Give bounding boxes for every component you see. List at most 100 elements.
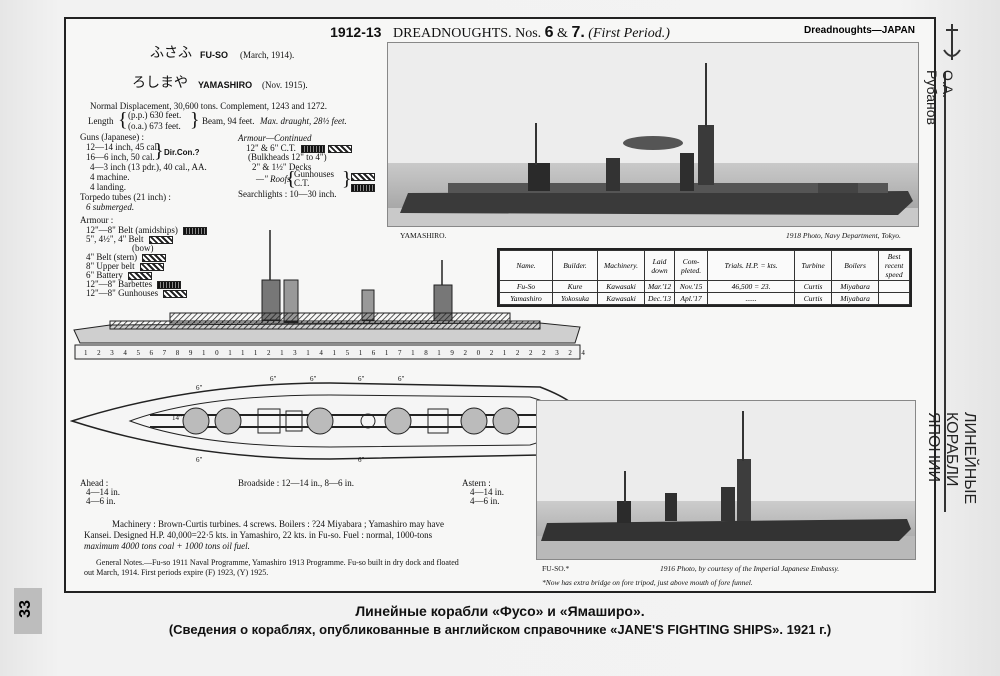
draught: Max. draught, 28½ feet. bbox=[260, 116, 347, 126]
header-no-b: 7. bbox=[571, 24, 585, 41]
gun-line-4: 4 machine. bbox=[90, 172, 130, 182]
armour-cont-swatch-1 bbox=[301, 144, 326, 153]
machinery-line-3: maximum 4000 tons coal + 1000 tons oil f… bbox=[84, 541, 250, 551]
fuso-date: (March, 1914). bbox=[240, 50, 295, 60]
armour-swatch-1 bbox=[183, 226, 208, 235]
photo-yamashiro bbox=[387, 42, 919, 227]
caption-line-2: (Сведения о кораблях, опубликованные в а… bbox=[168, 622, 832, 637]
torpedo-submerged: 6 submerged. bbox=[86, 202, 135, 212]
plan-mark-6-1: 6" bbox=[196, 384, 203, 392]
header-period: (First Period.) bbox=[588, 26, 670, 41]
armour-swatch-2 bbox=[148, 235, 173, 244]
ship-profile-drawing bbox=[73, 230, 581, 360]
photo2-caption-left: FU-SO.* bbox=[542, 564, 570, 573]
yamashiro-silhouette bbox=[388, 43, 918, 226]
length-brace-close: } bbox=[190, 109, 200, 131]
ahead-heading: Ahead : bbox=[80, 478, 109, 488]
fuso-name: FU-SO bbox=[200, 50, 228, 60]
armour-line-7: 12"—8" Gunhouses bbox=[86, 288, 188, 299]
roofs-brace: { bbox=[286, 168, 296, 190]
table-row: Yamashiro Yokosuka Kawasaki Dec.'13 Apl.… bbox=[499, 292, 911, 305]
displacement-line: Normal Displacement, 30,600 tons. Comple… bbox=[90, 101, 327, 111]
armour-heading: Armour : bbox=[80, 215, 114, 225]
table-row: Fu-So Kure Kawasaki Mar.'12 Nov.'15 46,5… bbox=[499, 280, 911, 293]
header-nos: Nos. bbox=[515, 26, 542, 41]
yamashiro-kana: ろしまや bbox=[132, 76, 188, 91]
gun-line-2: 16—6 inch, 50 cal. bbox=[86, 152, 155, 162]
profile-section-numbers: 123456789101112131415161718192021222324 bbox=[84, 349, 595, 357]
header-title: DREADNOUGHTS. bbox=[392, 26, 512, 41]
header-year: 1912-13 bbox=[330, 24, 382, 40]
plan-mark-6-4: 6" bbox=[358, 375, 365, 383]
anchor-emblem-icon bbox=[943, 24, 961, 60]
gun-line-1: 12—14 inch, 45 cal. bbox=[86, 142, 160, 152]
armour-swatch-4 bbox=[139, 262, 164, 271]
ship-data-table: Name. Builder. Machinery. Laid down Com-… bbox=[496, 248, 913, 307]
armour-cont-swatch-1b bbox=[328, 144, 353, 153]
armour-cont-4: —" Roofs bbox=[256, 174, 291, 184]
header-no-a: 6 bbox=[544, 24, 554, 41]
plan-mark-6-5: 6" bbox=[398, 375, 405, 383]
armour-swatch-6 bbox=[157, 280, 182, 289]
header-corner: Dreadnoughts—JAPAN bbox=[804, 25, 915, 36]
length-label: Length bbox=[88, 116, 114, 126]
length-pp: (p.p.) 630 feet. bbox=[128, 110, 182, 120]
armour-line-3: 4" Belt (stern) bbox=[86, 252, 167, 263]
astern-1: 4—14 in. bbox=[470, 487, 505, 497]
armour-cont-2: (Bulkheads 12" to 4") bbox=[248, 152, 327, 162]
armour-cont-3: 2" & 1½" Decks bbox=[252, 162, 312, 172]
gun-line-5: 4 landing. bbox=[90, 182, 126, 192]
plan-mark-6-3: 6" bbox=[310, 375, 317, 383]
torpedo-heading: Torpedo tubes (21 inch) : bbox=[80, 192, 171, 202]
author-name: О.А. Рубанов bbox=[924, 70, 956, 125]
photo1-caption-left: YAMASHIRO. bbox=[400, 231, 447, 240]
armour-swatch-7 bbox=[163, 289, 188, 298]
beam: Beam, 94 feet. bbox=[202, 116, 255, 126]
chapter-title: ЛИНЕЙНЫЕ КОРАБЛИ ЯПОНИИ bbox=[925, 412, 978, 505]
dircon-label: Dir.Con.? bbox=[164, 148, 200, 157]
plan-mark-6-7: 6" bbox=[358, 456, 365, 464]
armour-cont-4a: Gunhouses bbox=[294, 169, 334, 179]
page-header: 1912-13 DREADNOUGHTS. Nos. 6 & 7. (First… bbox=[0, 24, 1000, 42]
armour-line-1: 12"—8" Belt (amidships) bbox=[86, 225, 208, 236]
general-notes-2: out March, 1914. First periods expire (F… bbox=[84, 568, 269, 577]
length-brace-open: { bbox=[118, 109, 128, 131]
astern-2: 4—6 in. bbox=[470, 496, 500, 506]
guns-heading: Guns (Japanese) : bbox=[80, 132, 144, 142]
armour-line-2: 5", 4½", 4" Belt bbox=[86, 234, 173, 245]
armour-swatch-5 bbox=[128, 271, 153, 280]
fuso-kana: ふさふ bbox=[150, 46, 192, 61]
photo2-caption-right: 1916 Photo, by courtesy of the Imperial … bbox=[660, 564, 840, 573]
general-notes-1: General Notes.—Fu-so 1911 Naval Programm… bbox=[96, 558, 459, 567]
astern-heading: Astern : bbox=[462, 478, 491, 488]
machinery-line-2: Kansei. Designed H.P. 40,000=22·5 kts. i… bbox=[84, 530, 433, 540]
roofs-swatches bbox=[348, 171, 375, 193]
yamashiro-name: YAMASHIRO bbox=[198, 80, 253, 90]
fuso-silhouette bbox=[537, 401, 915, 559]
photo1-caption-right: 1918 Photo, Navy Department, Tokyo. bbox=[786, 231, 901, 240]
armour-line-5: 6" Battery bbox=[86, 270, 153, 281]
photo-fuso bbox=[536, 400, 916, 560]
side-divider bbox=[944, 72, 946, 512]
plan-mark-6-2: 6" bbox=[270, 375, 277, 383]
armour-cont-1: 12" & 6" C.T. bbox=[246, 143, 353, 154]
ahead-2: 4—6 in. bbox=[86, 496, 116, 506]
gun-line-3: 4—3 inch (13 pdr.), 40 cal., AA. bbox=[90, 162, 207, 172]
ahead-1: 4—14 in. bbox=[86, 487, 121, 497]
yamashiro-date: (Nov. 1915). bbox=[262, 80, 308, 90]
armour-line-2b: (bow) bbox=[132, 243, 154, 253]
plan-mark-14-1: 14" bbox=[172, 414, 182, 422]
header-amp: & bbox=[557, 26, 568, 41]
caption-line-1: Линейные корабли «Фусо» и «Ямаширо». bbox=[355, 603, 645, 619]
dircon-brace: } bbox=[154, 140, 164, 162]
page-number-tab: 33 bbox=[14, 588, 42, 634]
machinery-line-1: Machinery : Brown-Curtis turbines. 4 scr… bbox=[112, 519, 444, 529]
roofs-brace-close: } bbox=[342, 168, 352, 190]
ship-plan-drawing bbox=[70, 382, 586, 460]
armour-cont-4b: C.T. bbox=[294, 178, 310, 188]
broadside: Broadside : 12—14 in., 8—6 in. bbox=[238, 478, 354, 488]
photo-footnote: *Now has extra bridge on fore tripod, ju… bbox=[542, 578, 753, 587]
armour-line-6: 12"—8" Barbettes bbox=[86, 279, 182, 290]
armour-swatch-3 bbox=[142, 253, 167, 262]
searchlights: Searchlights : 10—30 inch. bbox=[238, 189, 337, 199]
